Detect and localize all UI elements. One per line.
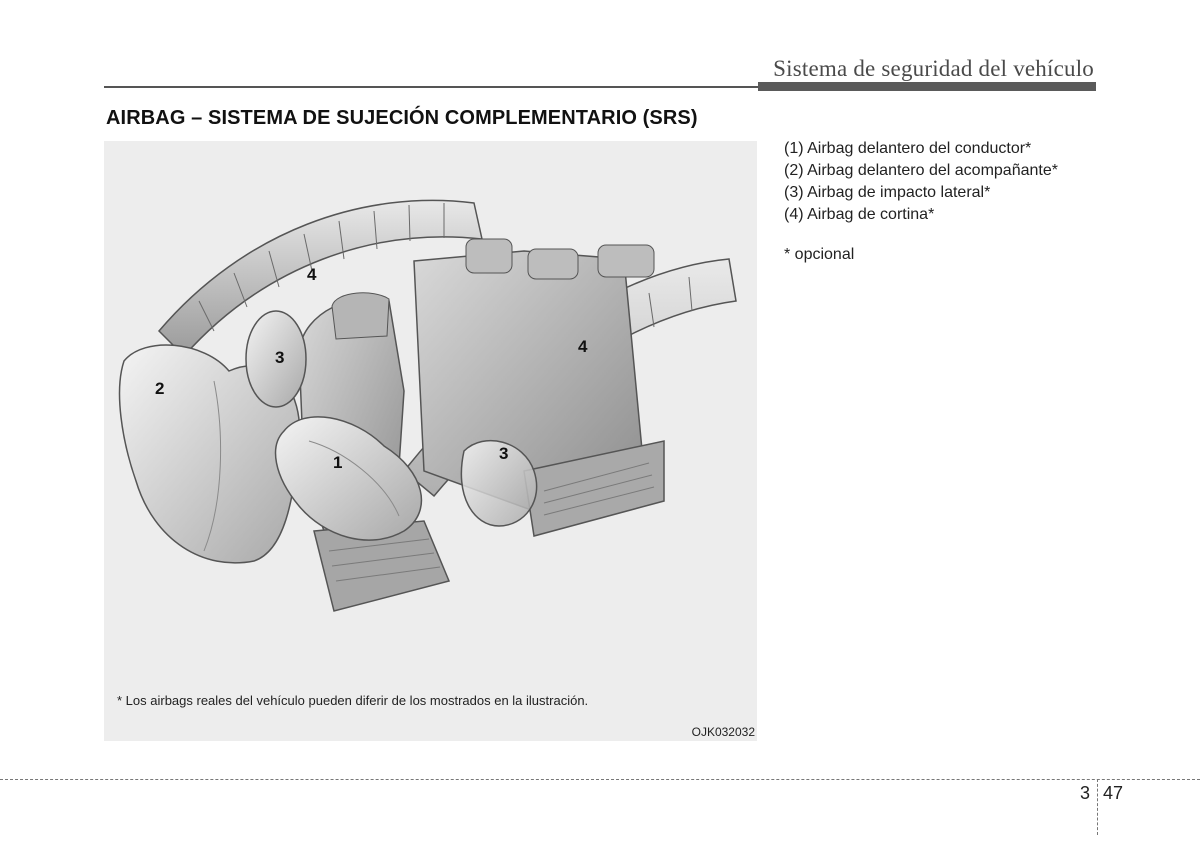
side-impact-airbag-front xyxy=(245,310,307,408)
page-number: 47 xyxy=(1103,783,1124,803)
figure-note: * Los airbags reales del vehículo pueden… xyxy=(117,693,589,708)
legend-note: * opcional xyxy=(784,246,855,263)
figure-code: OJK032032 xyxy=(691,725,755,739)
callout-2: 2 xyxy=(155,379,164,398)
airbag-illustration: 1 2 3 4 3 4 xyxy=(118,199,737,612)
side-impact-airbag-rear xyxy=(460,439,538,527)
passenger-front-airbag xyxy=(118,344,301,564)
footer-rule xyxy=(0,779,1200,780)
callout-1: 1 xyxy=(333,453,342,472)
chapter-number: 3 xyxy=(1080,783,1091,803)
curtain-airbag-left xyxy=(157,199,483,358)
page-number-divider xyxy=(1097,779,1098,835)
driver-front-airbag xyxy=(274,416,423,541)
rear-seat xyxy=(413,238,665,537)
header-rule-thin xyxy=(104,86,758,88)
airbag-legend: (1) Airbag delantero del conductor* (2) … xyxy=(784,138,1058,226)
legend-item-passenger-front: (2) Airbag delantero del acompañante* xyxy=(784,162,1058,179)
callout-3-front: 3 xyxy=(275,348,284,367)
airbag-illustration-panel: 1 2 3 4 3 4 * Los airbags reales del veh… xyxy=(104,141,757,741)
legend-item-driver-front: (1) Airbag delantero del conductor* xyxy=(784,140,1032,157)
legend-item-side-impact: (3) Airbag de impacto lateral* xyxy=(784,184,991,201)
legend-item-curtain: (4) Airbag de cortina* xyxy=(784,206,935,223)
callout-4-left: 4 xyxy=(307,265,317,284)
running-header-title: Sistema de seguridad del vehículo xyxy=(773,56,1094,81)
callout-4-right: 4 xyxy=(578,337,588,356)
section-title: AIRBAG – SISTEMA DE SUJECIÓN COMPLEMENTA… xyxy=(106,107,698,129)
header-rule-thick xyxy=(758,82,1096,91)
callout-3-rear: 3 xyxy=(499,444,508,463)
